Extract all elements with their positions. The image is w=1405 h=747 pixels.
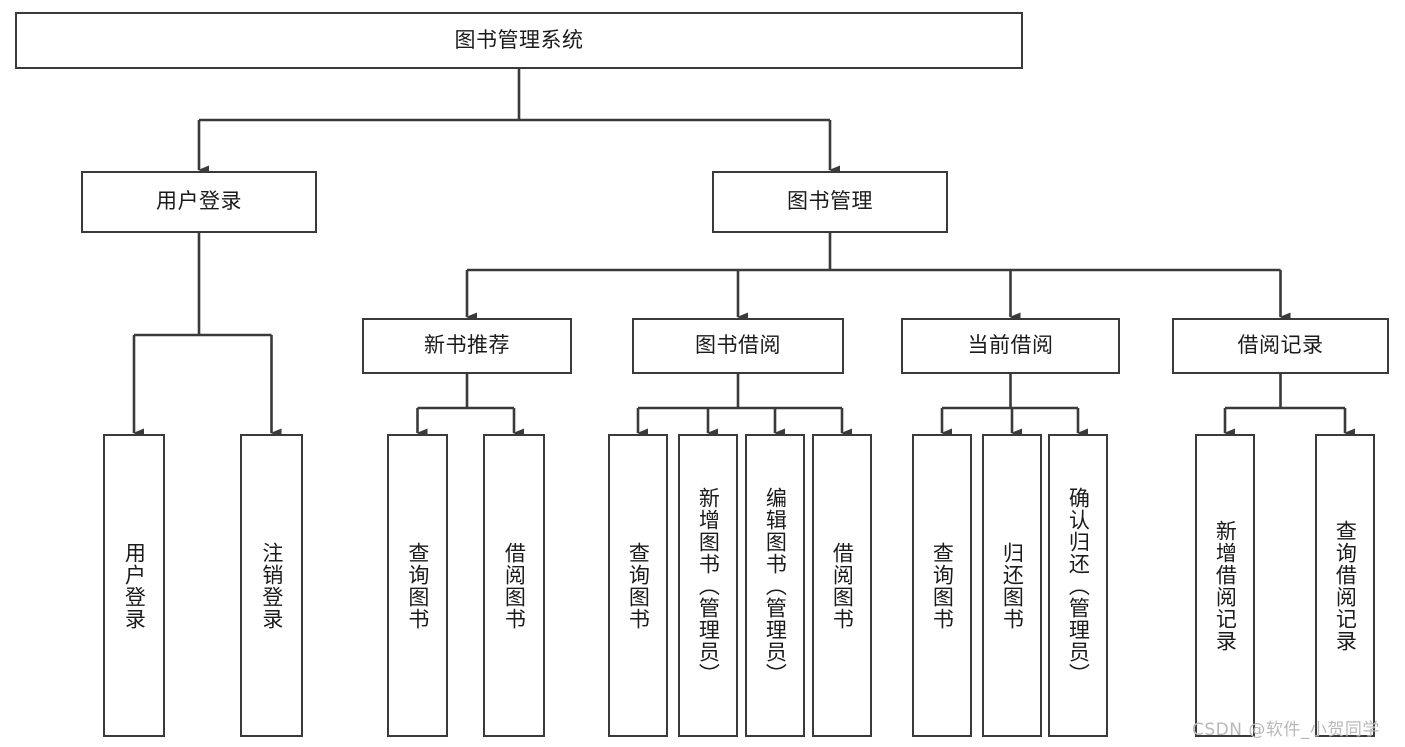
node-label: 查询图书 [626, 541, 651, 630]
node-label: 归还图书 [1000, 541, 1025, 630]
leaf-node-leaf-edit-book[interactable]: 编辑图书（管理员） [745, 434, 805, 737]
node-label: 新增图书（管理员） [696, 486, 721, 685]
node-label: 借阅图书 [830, 541, 855, 630]
node-current-borrow[interactable]: 当前借阅 [901, 318, 1120, 374]
leaf-node-leaf-query-book-rec[interactable]: 查询图书 [387, 434, 448, 737]
connector-lines [132, 69, 1355, 438]
node-label: 用户登录 [156, 189, 242, 214]
node-book-borrow[interactable]: 图书借阅 [632, 318, 844, 374]
node-label: 注销登录 [259, 541, 284, 630]
node-label: 确认归还（管理员） [1066, 486, 1091, 685]
node-user-login[interactable]: 用户登录 [81, 171, 317, 233]
leaf-node-leaf-query-borrow-record[interactable]: 查询借阅记录 [1315, 434, 1375, 737]
leaf-node-leaf-query-book-borrow[interactable]: 查询图书 [608, 434, 668, 737]
node-label: 借阅图书 [502, 541, 527, 630]
root-node-图书管理系统[interactable]: 图书管理系统 [15, 12, 1023, 69]
node-label: 新增借阅记录 [1213, 519, 1238, 652]
node-label: 当前借阅 [967, 333, 1054, 358]
leaf-node-leaf-user-logout[interactable]: 注销登录 [240, 434, 303, 737]
node-book-management[interactable]: 图书管理 [712, 171, 948, 233]
leaf-node-leaf-confirm-return[interactable]: 确认归还（管理员） [1048, 434, 1108, 737]
node-label: 编辑图书（管理员） [763, 486, 788, 685]
node-label: 图书管理 [787, 189, 873, 214]
node-new-book-recommend[interactable]: 新书推荐 [362, 318, 572, 374]
node-label: 查询图书 [405, 541, 430, 630]
node-label: 图书管理系统 [454, 27, 584, 52]
node-borrow-record[interactable]: 借阅记录 [1172, 318, 1389, 374]
node-label: 新书推荐 [424, 333, 510, 358]
node-label: 查询借阅记录 [1333, 519, 1358, 652]
leaf-node-leaf-add-book[interactable]: 新增图书（管理员） [678, 434, 738, 737]
node-label: 查询图书 [930, 541, 955, 630]
leaf-node-leaf-borrow-book[interactable]: 借阅图书 [812, 434, 872, 737]
leaf-node-leaf-borrow-book-rec[interactable]: 借阅图书 [483, 434, 545, 737]
leaf-node-leaf-add-borrow-record[interactable]: 新增借阅记录 [1195, 434, 1255, 737]
leaf-node-leaf-user-login[interactable]: 用户登录 [103, 434, 165, 737]
node-label: 借阅记录 [1237, 333, 1324, 358]
node-label: 用户登录 [122, 541, 147, 630]
leaf-node-leaf-query-book-current[interactable]: 查询图书 [912, 434, 972, 737]
node-label: 图书借阅 [695, 333, 781, 358]
leaf-node-leaf-return-book[interactable]: 归还图书 [982, 434, 1042, 737]
